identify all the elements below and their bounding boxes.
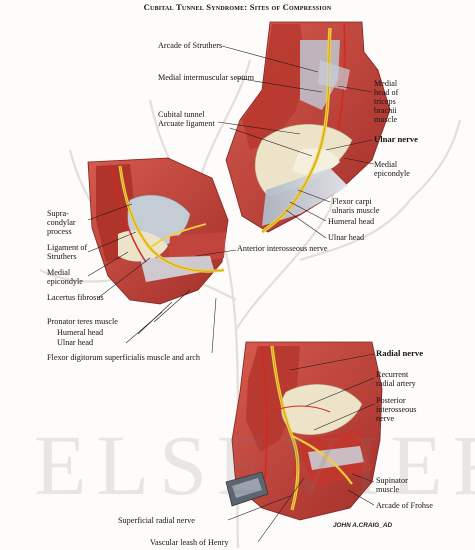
label-medial-intermuscular-septum: Medial intermuscular septum [158, 73, 254, 82]
label-epicondyle-left: epicondyle [47, 277, 83, 286]
label-vascular-leash-of-henry: Vascular leash of Henry [150, 538, 229, 547]
label-superficial-radial-nerve: Superficial radial nerve [118, 516, 195, 525]
label-arcade-of-frohse: Arcade of Frohse [376, 501, 433, 510]
label-humeral-head-top: Humeral head [328, 217, 375, 226]
label-recurrent: Recurrent [376, 370, 409, 379]
panel-bottom-right-art [225, 341, 383, 521]
label-ligament-of: Ligament of [47, 243, 88, 252]
label-medial-epicondyle-top: Medial [374, 160, 398, 169]
label-ulnar-head-left: Ulnar head [57, 338, 94, 347]
watermark: ELSEVIER [34, 417, 475, 513]
label-medial-head-line-2: head of [374, 88, 399, 97]
label-ulnar-nerve: Ulnar nerve [374, 134, 418, 144]
label-medial-head-line-3: triceps [374, 97, 396, 106]
label-radial-nerve: Radial nerve [376, 348, 424, 358]
label-supinator: Supinator [376, 476, 408, 485]
label-flexor-carpi: Flexor carpi [332, 197, 372, 206]
label-medial-head-line-1: Medial [374, 79, 398, 88]
label-lacertus-fibrosus: Lacertus fibrosus [47, 293, 104, 302]
label-epicondyle-top: epicondyle [374, 169, 410, 178]
label-fds-arch: Flexor digitorum superficialis muscle an… [47, 353, 201, 362]
artist-signature: JOHN A.CRAIG_AD [333, 522, 393, 529]
label-humeral-head-left: Humeral head [57, 328, 104, 337]
label-radial-artery: radial artery [376, 379, 416, 388]
label-anterior-interosseous-nerve: Anterior interosseous nerve [237, 244, 328, 253]
figure-title: Cubital Tunnel Syndrome: Sites of Compre… [143, 2, 332, 12]
label-supracondylar-line-3: process [47, 227, 72, 236]
label-medial-head-line-4: brachii [374, 106, 397, 115]
label-nerve: nerve [376, 414, 395, 423]
label-interosseous: interosseous [376, 405, 417, 414]
label-medial-epicondyle-left: Medial [47, 268, 71, 277]
label-posterior: Posterior [376, 396, 406, 405]
panel-top-right-art [225, 21, 391, 234]
leader-lines [87, 45, 375, 543]
label-cubital-tunnel: Cubital tunnel [158, 110, 205, 119]
label-ulnar-head-top: Ulnar head [328, 233, 365, 242]
label-supinator-muscle: muscle [376, 485, 400, 494]
label-pronator-teres: Pronator teres muscle [47, 317, 118, 326]
panel-left-art [87, 157, 229, 305]
label-supracondylar-line-1: Supra- [47, 209, 69, 218]
label-arcuate-ligament: Arcuate ligament [158, 119, 215, 128]
label-supracondylar-line-2: condylar [47, 218, 76, 227]
label-medial-head-line-5: muscle [374, 115, 398, 124]
label-struthers: Struthers [47, 252, 77, 261]
label-arcade-of-struthers: Arcade of Struthers [158, 41, 223, 50]
label-ulnaris-muscle: ulnaris muscle [332, 206, 380, 215]
